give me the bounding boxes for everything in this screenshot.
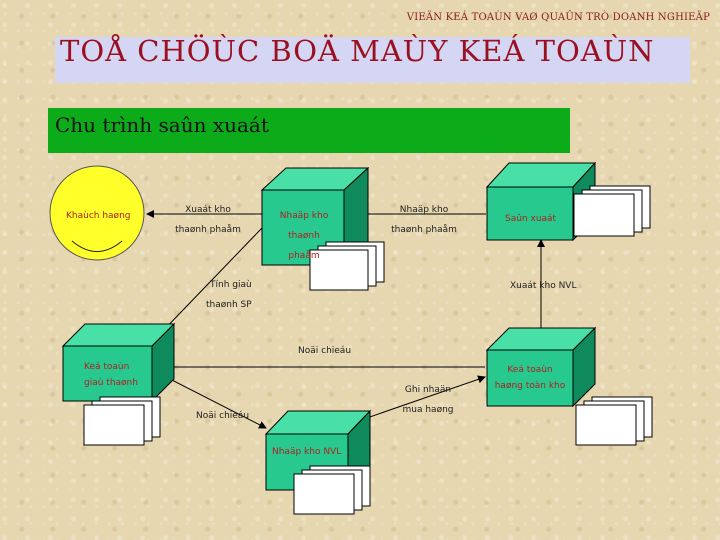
course-header: VIEÄN KEÁ TOAÙN VAØ QUAÛN TRÒ DOANH NGHI… bbox=[406, 12, 710, 23]
section-title: Chu trình saûn xuaát bbox=[55, 113, 269, 137]
document-stack-icon bbox=[293, 465, 371, 515]
document-stack-icon bbox=[83, 396, 161, 446]
document-stack-icon bbox=[309, 241, 385, 291]
costing-edge-label: Tính giaù thaønh SP bbox=[206, 280, 252, 310]
outside-bottom-label: Noäi chieáu bbox=[196, 411, 250, 421]
slide-title: TOÅ CHÖÙC BOÄ MAÙY KEÁ TOAÙN bbox=[60, 34, 655, 68]
outside-top-label: Noäi chieáu bbox=[298, 346, 352, 356]
inventory-accountant-label: Keá toaùn haøng toàn kho bbox=[494, 365, 566, 391]
customer-smiley-icon bbox=[49, 165, 145, 261]
connectors bbox=[146, 210, 545, 429]
record-purchase-label: Ghi nhaän mua haøng bbox=[402, 385, 454, 415]
document-stack-icon bbox=[573, 185, 651, 237]
finished-goods-cube bbox=[260, 166, 370, 267]
title-bar bbox=[55, 37, 690, 83]
issue-finished-goods-label: Xuaát kho thaønh phaåm bbox=[175, 205, 241, 235]
material-store-label: Nhaäp kho NVL bbox=[272, 447, 342, 457]
costing-accountant-label: Keá toaùn giaù thaønh bbox=[84, 362, 138, 388]
inventory-cube bbox=[485, 326, 597, 408]
issue-material-label: Xuaát kho NVL bbox=[510, 281, 577, 291]
section-bar bbox=[48, 108, 570, 153]
document-stack-icon bbox=[575, 396, 653, 446]
costing-cube bbox=[61, 322, 176, 403]
customer-label: Khaùch haøng bbox=[66, 211, 131, 221]
production-label: Saûn xuaát bbox=[505, 214, 557, 224]
finished-goods-store-label: Nhaäp kho thaønh phaåm bbox=[279, 211, 329, 261]
receive-finished-goods-label: Nhaäp kho thaønh phaåm bbox=[391, 205, 457, 235]
